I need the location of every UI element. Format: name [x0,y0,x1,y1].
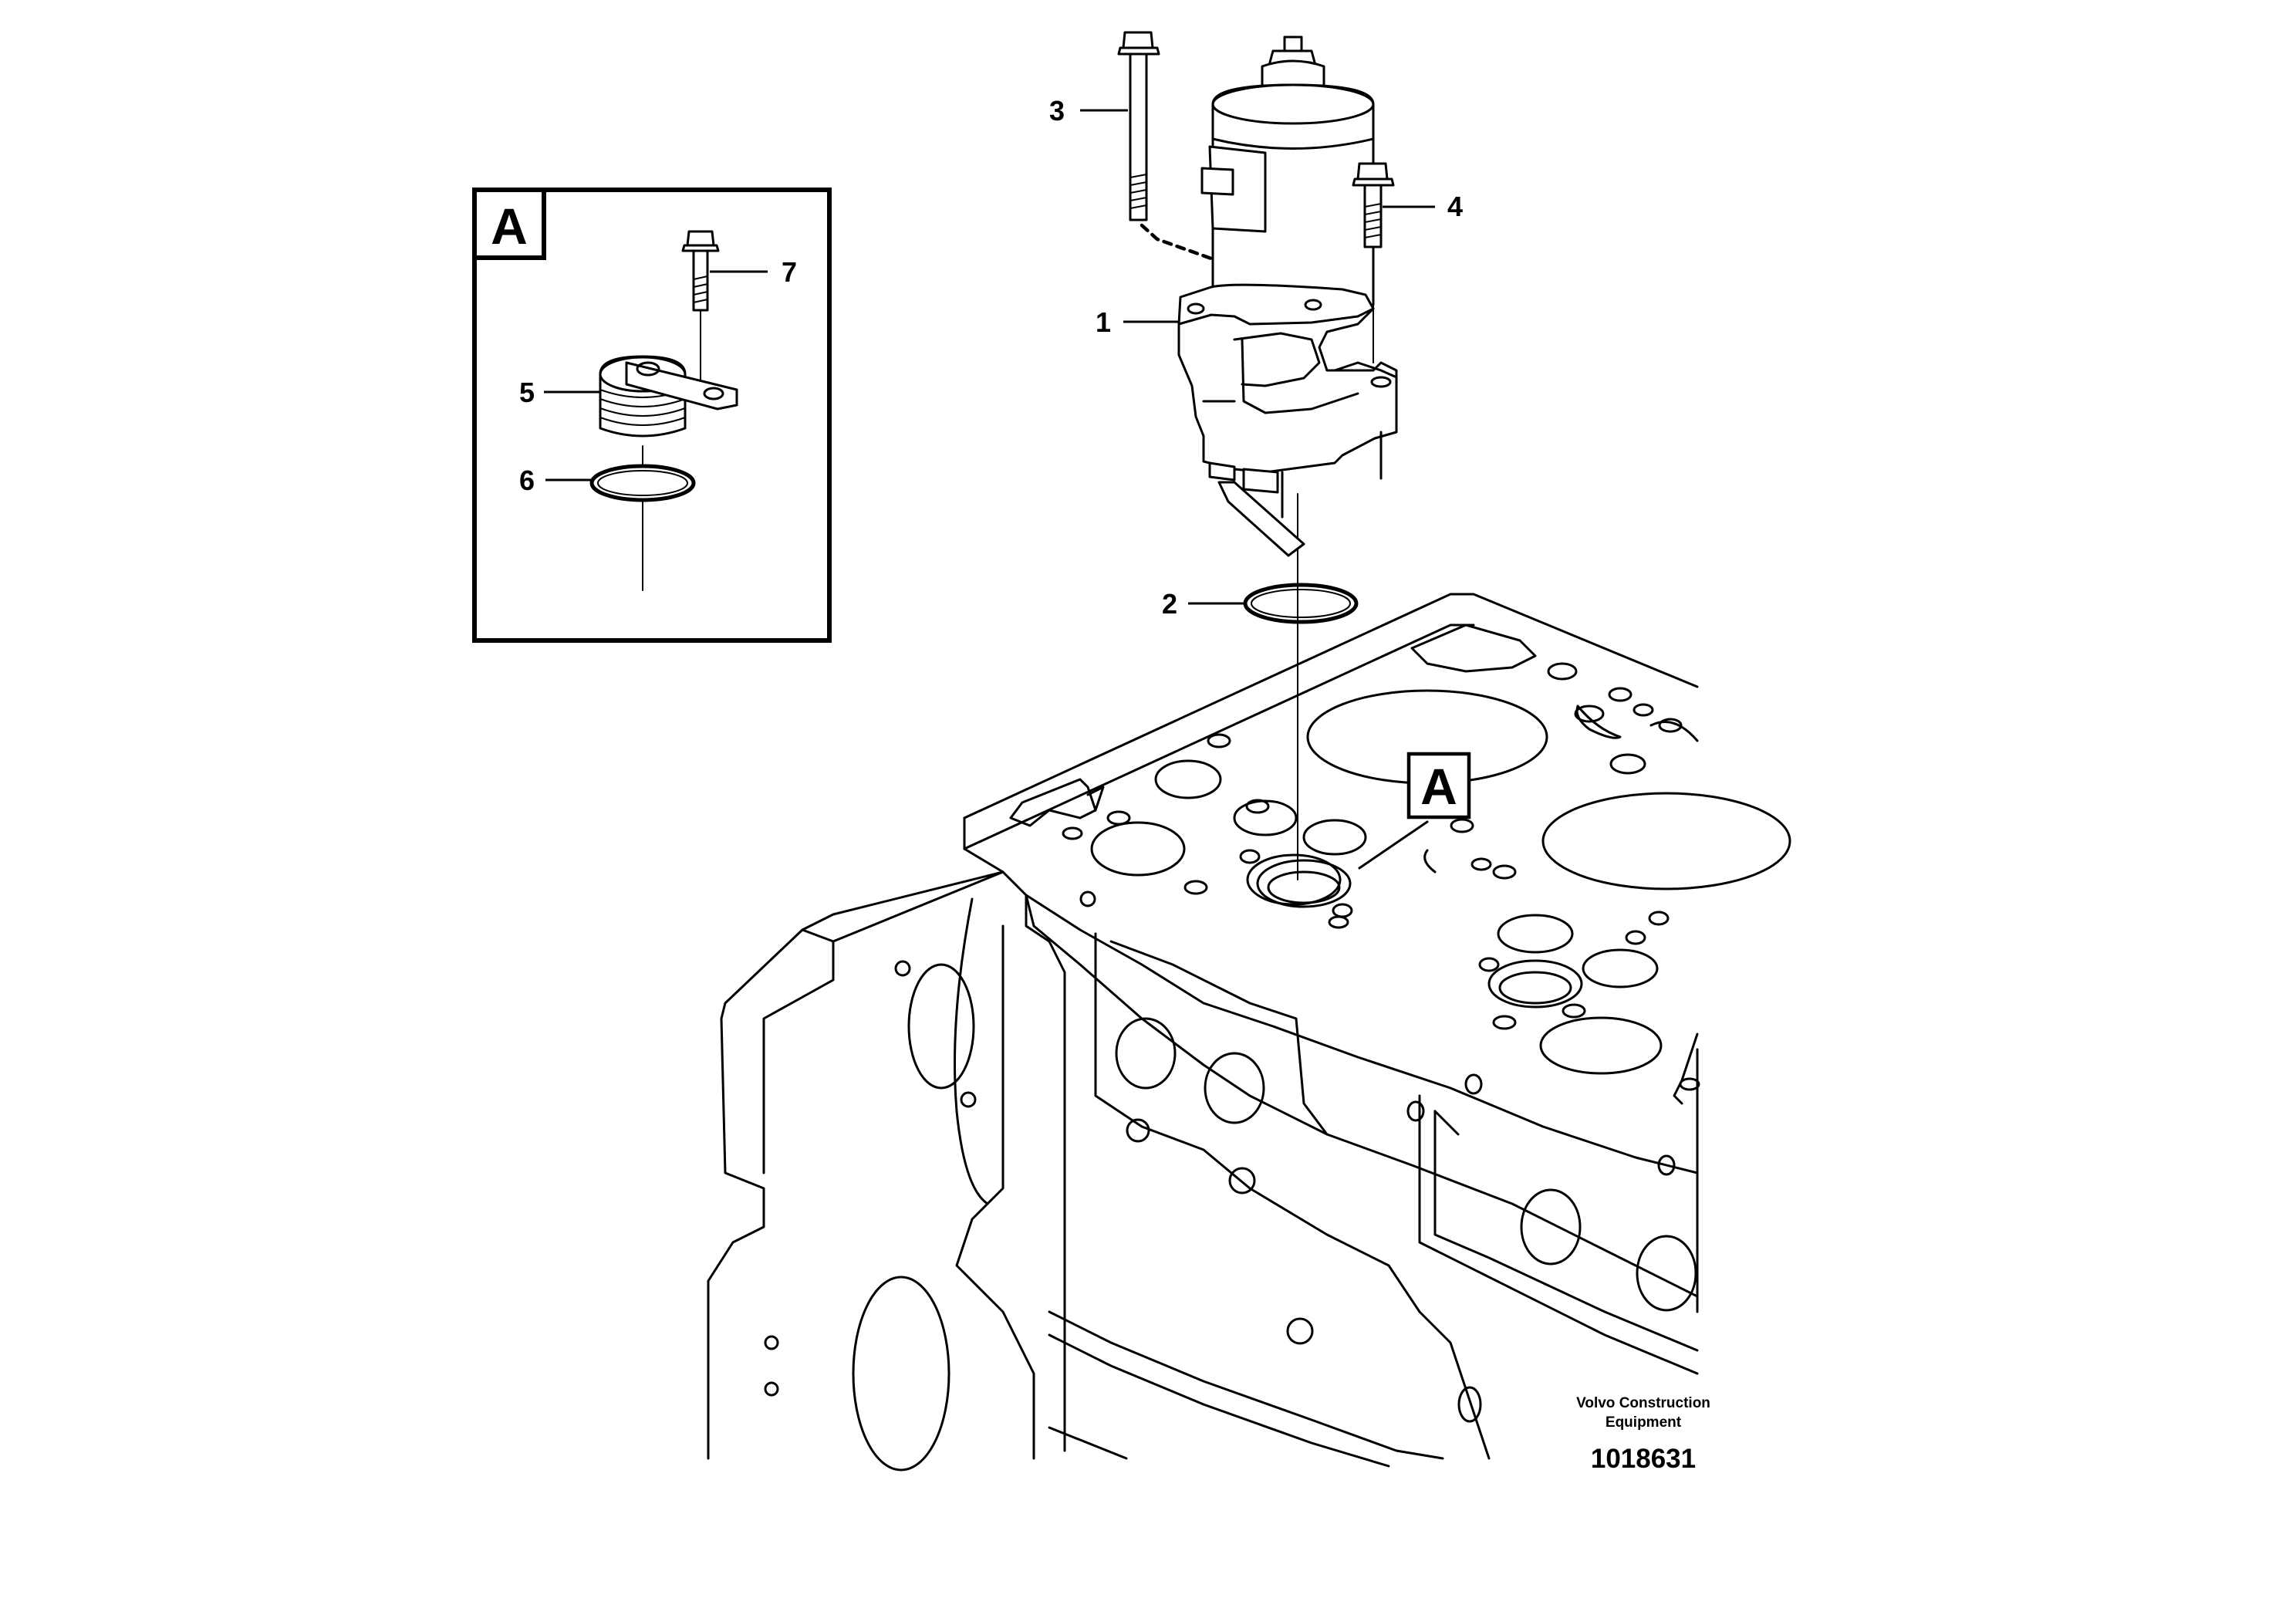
callout-4-label: 4 [1447,191,1463,222]
callout-4: 4 [1383,191,1463,222]
callout-3-label: 3 [1049,95,1065,127]
bolt-3 [1117,31,1160,221]
plug-5 [599,355,738,438]
document-number: 1018631 [1591,1444,1696,1474]
callout-7: 7 [710,256,797,288]
callout-2: 2 [1162,588,1244,620]
detail-view-a: A 7 [472,188,832,643]
reference-tag-a: A [1246,752,1471,906]
callout-6-label: 6 [519,465,535,496]
o-ring-2 [1243,583,1359,624]
maker-line-1: Volvo Construction [1576,1395,1710,1411]
bolt-7 [681,230,720,390]
actuator-assembly [1140,35,1398,557]
callout-5: 5 [519,377,600,408]
callout-1-label: 1 [1096,306,1111,338]
detail-view-letter: A [491,198,528,255]
callout-3: 3 [1049,95,1128,127]
callout-5-label: 5 [519,377,535,408]
callout-1: 1 [1096,306,1179,338]
maker-line-2: Equipment [1606,1414,1682,1431]
callout-2-label: 2 [1162,588,1177,620]
callout-7-label: 7 [782,256,797,288]
bolt-4 [1352,162,1395,363]
reference-tag-letter: A [1420,758,1457,815]
callout-6: 6 [519,465,591,496]
engine-block [707,593,1791,1472]
footer: Volvo Construction Equipment 1018631 [1576,1395,1710,1474]
